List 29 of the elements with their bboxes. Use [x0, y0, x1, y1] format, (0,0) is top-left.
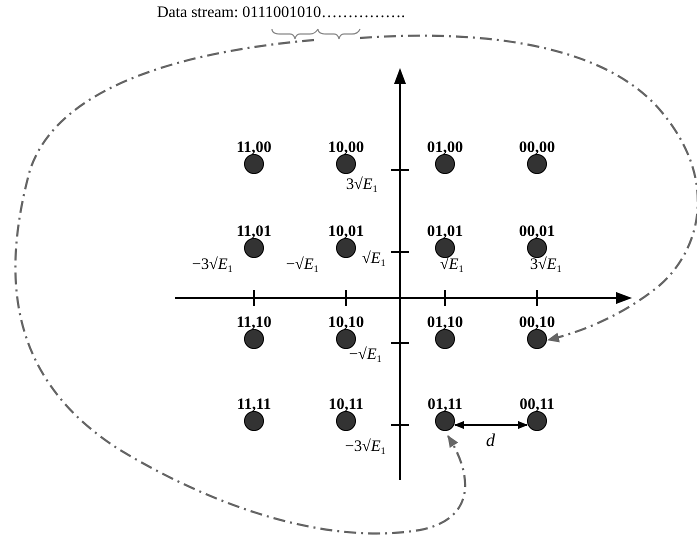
point-label: 11,01	[236, 224, 272, 240]
dash-dot-arrow	[14, 38, 466, 534]
point-label: 10,11	[328, 397, 364, 413]
point-label: 11,10	[236, 315, 272, 331]
point-label: 01,11	[427, 397, 463, 413]
dash-dot-arrow	[360, 34, 697, 342]
double-arrow	[454, 421, 528, 429]
axis-tick-label: 3√E$_{1}$	[530, 256, 562, 277]
point-label: 00,01	[519, 224, 555, 240]
point-label: 01,00	[427, 140, 463, 156]
data-stream-text: Data stream: 0111001010…………….	[157, 4, 406, 22]
axis-tick-label: −√E$_{1}$	[286, 256, 319, 277]
point-label: 00,00	[519, 140, 555, 156]
axis-tick-label: √E$_{1}$	[440, 256, 464, 277]
point-label: 01,10	[427, 315, 463, 331]
axis-tick-label: √E$_{1}$	[362, 250, 386, 271]
point-label: 11,11	[236, 397, 272, 413]
axis-tick-label: −3√E$_{1}$	[192, 256, 233, 277]
point-label: 00,11	[519, 397, 555, 413]
point-label: 10,10	[328, 315, 364, 331]
distance-label: d	[484, 431, 497, 449]
point-label: 11,00	[236, 140, 272, 156]
point-label: 01,01	[427, 224, 463, 240]
point-label: 10,00	[328, 140, 364, 156]
axis-tick-label: −3√E$_{1}$	[345, 438, 386, 459]
axis-tick-label: −√E$_{1}$	[349, 346, 382, 367]
axis-tick-label: 3√E$_{1}$	[346, 176, 378, 197]
point-label: 10,01	[328, 224, 364, 240]
point-label: 00,10	[519, 315, 555, 331]
